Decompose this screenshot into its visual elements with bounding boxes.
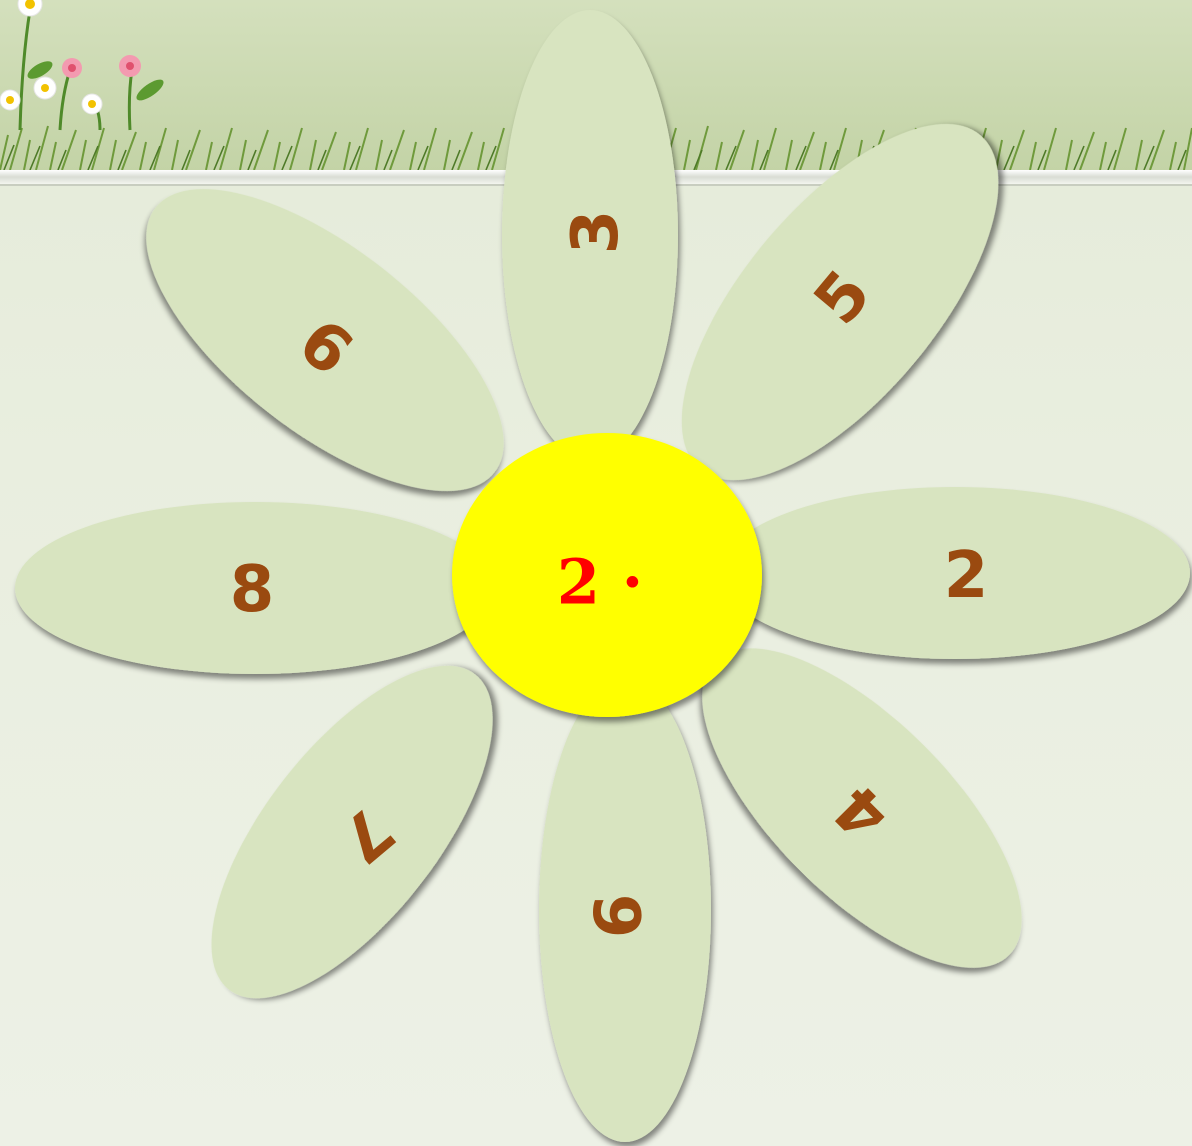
petal-number: 9	[578, 894, 652, 939]
center-multiplier: 2 ·	[557, 546, 643, 619]
flower-center[interactable]: 2 ·	[452, 433, 762, 717]
petal-number: 3	[559, 210, 633, 255]
petal-number: 2	[944, 539, 989, 613]
petal-number: 8	[230, 553, 275, 627]
